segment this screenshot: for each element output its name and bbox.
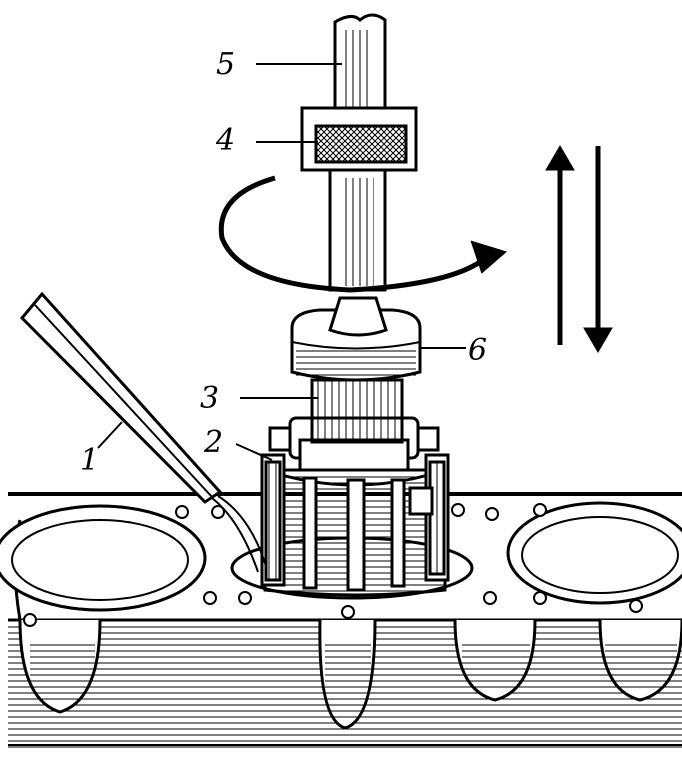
leader-lines xyxy=(97,63,466,461)
label-4: 4 xyxy=(215,123,235,158)
electromagnetic-clutch xyxy=(300,106,418,172)
label-1: 1 xyxy=(80,443,99,478)
hone-shaft xyxy=(310,378,404,444)
cylinder-bore-right xyxy=(506,501,682,605)
label-6: 6 xyxy=(468,333,487,368)
hone-head xyxy=(260,416,450,597)
spindle xyxy=(328,13,387,292)
universal-joint xyxy=(290,296,422,382)
label-5: 5 xyxy=(216,47,235,82)
cylinder-bore-left xyxy=(0,504,207,612)
label-3: 3 xyxy=(200,381,219,416)
bolt-holes xyxy=(23,503,643,627)
cylinder-block xyxy=(8,492,682,748)
reciprocation-arrows xyxy=(545,145,613,353)
coolant-tube xyxy=(19,291,267,573)
label-2: 2 xyxy=(203,425,223,460)
rotation-arrow xyxy=(218,175,508,293)
